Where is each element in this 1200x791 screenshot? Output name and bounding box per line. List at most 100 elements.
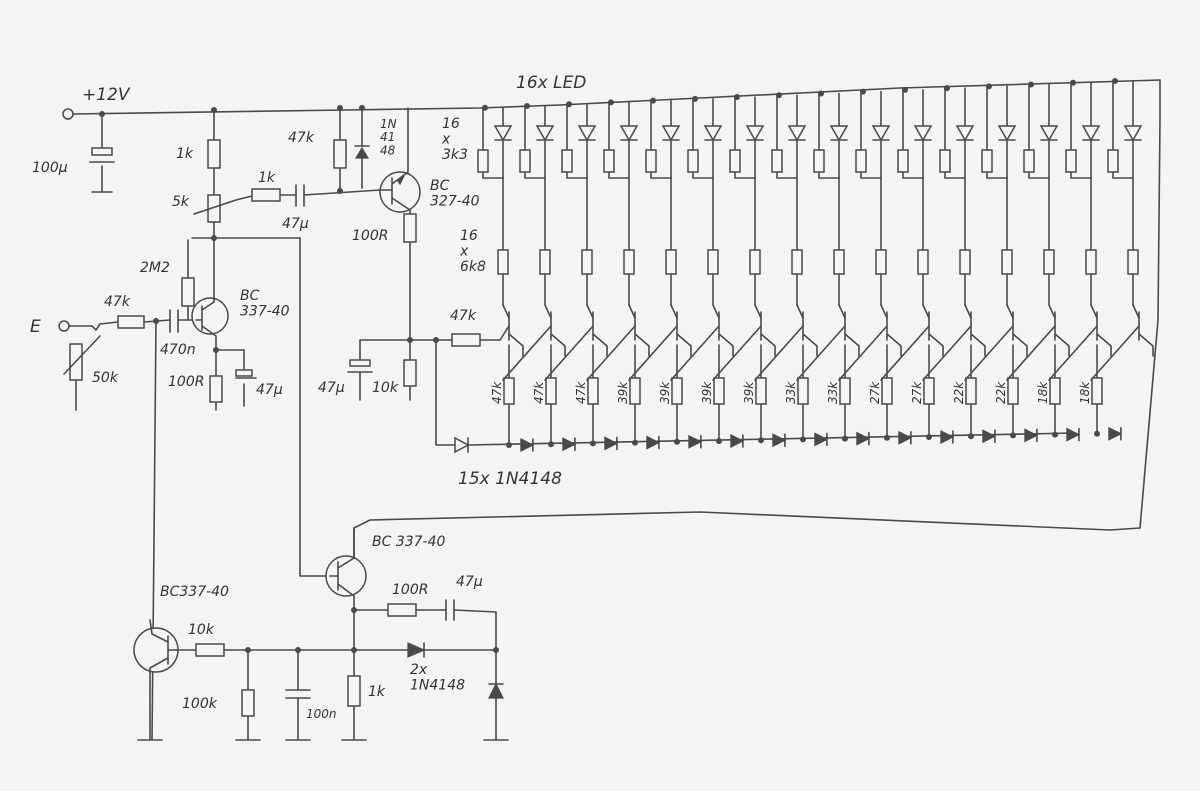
resistor-6k8 <box>833 249 845 275</box>
resistor-emitter <box>881 377 893 405</box>
r-100k-label: 100k <box>182 696 218 712</box>
peak-hold-stage <box>133 527 509 741</box>
diode-icon <box>982 429 997 444</box>
resistor-3k3 <box>561 149 573 173</box>
resistor-emitter <box>797 377 809 405</box>
led-icon <box>1081 125 1101 142</box>
resistor-emitter <box>671 377 683 405</box>
ladder-node <box>758 437 764 444</box>
diode-icon <box>688 434 703 449</box>
diode-icon <box>1024 428 1039 443</box>
driver-network <box>347 213 501 446</box>
led-icon <box>493 125 513 142</box>
emitter-resistor-label: 47k <box>532 381 546 404</box>
resistor-3k3 <box>855 149 867 173</box>
q-bc337-b-label: BC 337-40 <box>372 534 446 550</box>
diode-icon <box>604 436 619 451</box>
ladder-node <box>884 434 890 441</box>
resistor-3k3 <box>1065 149 1077 173</box>
cap-100n-label: 100n <box>306 707 337 721</box>
emitter-resistor-label: 39k <box>658 381 672 404</box>
cap-47u-d-label: 47µ <box>256 382 283 398</box>
diode-icon <box>520 438 535 452</box>
r-1k-bottom-label: 1k <box>368 684 386 700</box>
cap-47u-c-label: 47µ <box>318 380 345 396</box>
resistor-3k3 <box>1023 149 1035 173</box>
resistor-6k8 <box>623 249 635 275</box>
resistor-6k8 <box>1001 249 1013 275</box>
ladder-node <box>968 433 974 440</box>
diode-icon <box>940 430 955 444</box>
emitter-resistor-label: 18k <box>1078 381 1092 404</box>
led-icon <box>1123 125 1143 142</box>
diode-icon <box>814 432 829 447</box>
led-icon <box>1039 125 1059 142</box>
ladder-node <box>590 440 596 447</box>
r-47k-in-label: 47k <box>104 294 131 310</box>
resistor-6k8 <box>539 249 551 275</box>
r-10k-a-label: 10k <box>372 380 399 396</box>
resistor-3k3 <box>1107 149 1119 173</box>
led-count-label: 16x LED <box>516 73 586 93</box>
resistor-6k8 <box>665 249 677 275</box>
supply-rail <box>62 79 1161 561</box>
resistor-6k8 <box>707 249 719 275</box>
diode-icon <box>730 434 745 448</box>
resistor-emitter <box>965 377 977 405</box>
bc327-bias <box>333 105 370 192</box>
led-icon <box>745 125 765 142</box>
resistor-emitter <box>1049 377 1061 405</box>
emitter-resistor-label: 39k <box>742 381 756 404</box>
r-47k-top-label: 47k <box>288 130 315 146</box>
led-icon <box>955 125 975 142</box>
cap-470n-label: 470n <box>160 342 196 358</box>
led-icon <box>661 125 681 142</box>
led-icon <box>829 125 849 142</box>
resistor-emitter <box>713 377 725 405</box>
pot-50k-label: 50k <box>92 370 119 386</box>
r-1k-top-label: 1k <box>176 146 194 162</box>
pot-5k-label: 5k <box>172 194 190 210</box>
ladder-node <box>1010 432 1016 439</box>
supply-label: +12V <box>82 85 131 105</box>
resistor-emitter <box>587 377 599 405</box>
resistor-3k3 <box>477 149 489 173</box>
resistor-6k8 <box>1043 249 1055 275</box>
r-100R-b-label: 100R <box>168 374 204 390</box>
transistor-bc327 <box>379 107 421 239</box>
emitter-resistor-label: 39k <box>616 381 630 404</box>
input-stage <box>58 235 331 741</box>
input-label: E <box>30 317 41 337</box>
resistor-emitter <box>755 377 767 405</box>
resistor-emitter <box>629 377 641 405</box>
resistor-emitter <box>1007 377 1019 405</box>
diode-icon <box>1108 426 1123 441</box>
resistor-emitter <box>923 377 935 405</box>
diode-icon <box>1066 427 1081 442</box>
r-1k-link-label: 1k <box>258 170 276 186</box>
diode-icon <box>646 435 661 450</box>
led-icon <box>787 125 807 142</box>
resistor-3k3 <box>603 149 615 173</box>
resistor-6k8 <box>917 249 929 275</box>
emitter-resistor-label: 47k <box>490 381 504 404</box>
emitter-resistor-label: 47k <box>574 381 588 404</box>
q-bc337-c-label: BC337-40 <box>160 584 229 600</box>
diode-icon <box>856 431 871 446</box>
resistor-3k3 <box>897 149 909 173</box>
ladder-node <box>926 434 932 440</box>
resistor-6k8 <box>749 249 761 275</box>
ladder-node <box>1052 431 1058 438</box>
diode-chain <box>454 432 1076 454</box>
r-10k-b-label: 10k <box>188 622 215 638</box>
resistor-6k8 <box>791 249 803 275</box>
emitter-resistor-label: 22k <box>952 381 966 404</box>
link-network <box>251 184 381 207</box>
